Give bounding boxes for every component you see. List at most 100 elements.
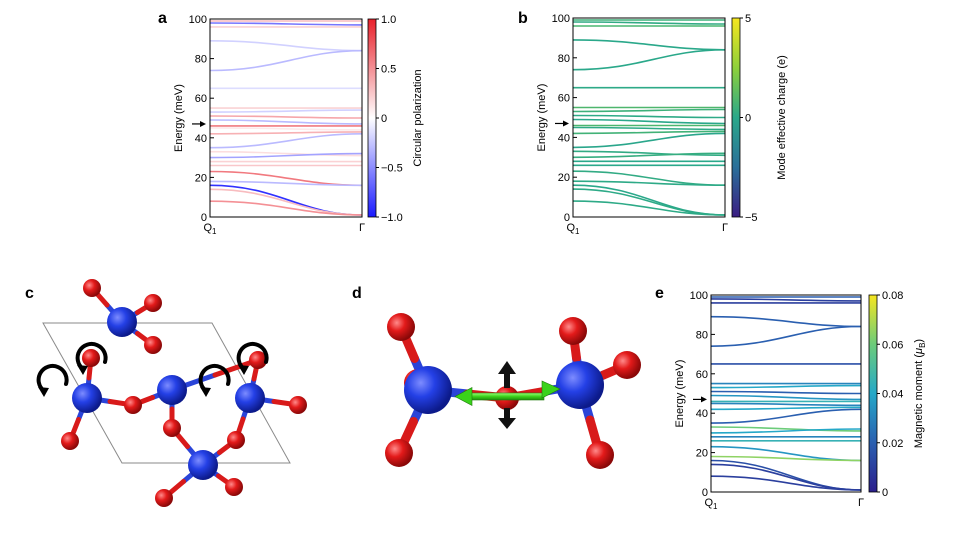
- phonon-band: [209, 49, 363, 72]
- phonon-band: [209, 115, 363, 119]
- colorbar: [868, 294, 878, 493]
- phonon-band: [572, 126, 726, 131]
- spin-arrow-up-shaft: [504, 372, 510, 388]
- oxygen-atom: [387, 313, 415, 341]
- colorbar-tick-label: 1.0: [381, 14, 396, 26]
- panel-label-d: d: [352, 285, 362, 302]
- oxygen-atom: [559, 317, 587, 345]
- y-axis-label: Energy (meV): [674, 360, 686, 428]
- oxygen-atom: [155, 489, 173, 507]
- plot-frame: [209, 18, 363, 218]
- colorbar-tick-label: 5: [745, 13, 751, 25]
- colorbar-tick-label: −0.5: [381, 163, 403, 175]
- plot-frame: [710, 294, 862, 493]
- phonon-band: [710, 402, 862, 407]
- energy-marker-arrowhead: [701, 396, 707, 403]
- y-tick-label: 20: [696, 448, 708, 460]
- colorbar-tick-label: 0: [745, 113, 751, 125]
- phonon-band: [710, 428, 862, 434]
- energy-marker-arrowhead: [200, 120, 206, 127]
- x-tick-label-q1: Q1: [566, 222, 580, 236]
- phonon-band: [209, 119, 363, 125]
- phonon-band: [209, 109, 363, 113]
- y-tick-label: 80: [696, 329, 708, 341]
- rotation-arrow-icon: [198, 364, 231, 393]
- phonon-band: [209, 127, 363, 131]
- metal-atom: [107, 307, 137, 337]
- phonon-band: [572, 200, 726, 216]
- metal-atom: [556, 361, 604, 409]
- oxygen-atom: [124, 396, 142, 414]
- metal-atom: [188, 450, 218, 480]
- phonon-band: [572, 39, 726, 51]
- oxygen-atom: [385, 439, 413, 467]
- phonon-band: [710, 406, 862, 411]
- phonon-band: [710, 315, 862, 328]
- phonon-band: [710, 325, 862, 347]
- rotation-arrowhead-icon: [38, 387, 49, 397]
- oxygen-atom: [61, 432, 79, 450]
- phonon-band: [710, 394, 862, 401]
- phonon-band: [710, 475, 862, 491]
- phonon-band: [572, 180, 726, 186]
- phonon-band: [209, 200, 363, 216]
- phonon-band: [572, 49, 726, 71]
- panel-label-c: c: [25, 285, 34, 302]
- colorbar-tick-label: −5: [745, 212, 758, 224]
- displacement-arrowhead-left-icon: [454, 387, 473, 406]
- x-tick-label-gamma: Γ: [722, 222, 728, 234]
- phonon-band: [209, 131, 363, 135]
- phonon-band: [710, 408, 862, 424]
- colorbar: [367, 18, 377, 218]
- oxygen-atom: [82, 349, 100, 367]
- metal-atom: [404, 366, 452, 414]
- unit-cell-outline: [42, 322, 291, 464]
- oxygen-atom: [613, 351, 641, 379]
- x-tick-label-q1: Q1: [203, 222, 217, 236]
- rotation-arrow-icon: [36, 364, 69, 393]
- y-tick-label: 0: [564, 212, 570, 224]
- mode-displacement-d: [385, 313, 641, 469]
- phonon-band: [710, 384, 862, 389]
- oxygen-atom: [225, 478, 243, 496]
- rotation-arrow-icon: [75, 342, 108, 371]
- oxygen-atom: [163, 419, 181, 437]
- colorbar-tick-label: 0: [381, 113, 387, 125]
- phonon-band: [710, 455, 862, 462]
- y-axis-label: Energy (meV): [536, 84, 548, 152]
- phonon-band: [572, 130, 726, 135]
- colorbar-tick-label: 0.04: [882, 389, 903, 401]
- oxygen-atom: [144, 294, 162, 312]
- phonon-band: [572, 150, 726, 157]
- colorbar: [731, 17, 741, 218]
- colorbar-tick-label: −1.0: [381, 212, 403, 224]
- energy-marker-arrowhead: [563, 120, 569, 127]
- spin-arrow-down-shaft: [504, 408, 510, 420]
- displacement-arrow-shaft: [469, 392, 545, 401]
- phonon-band: [209, 150, 363, 157]
- metal-atom: [235, 383, 265, 413]
- y-axis-label: Energy (meV): [173, 84, 185, 152]
- phonon-band: [209, 133, 363, 149]
- crystal-structure-c: [36, 279, 307, 507]
- spin-arrow-down-icon: [498, 418, 516, 429]
- oxygen-atom: [289, 396, 307, 414]
- phonon-band: [572, 21, 726, 25]
- x-tick-label-gamma: Γ: [858, 497, 864, 509]
- y-tick-label: 0: [702, 487, 708, 499]
- spin-arrow-up-icon: [498, 361, 516, 374]
- colorbar-label: Magnetic moment (μB): [913, 339, 927, 448]
- y-tick-label: 40: [195, 133, 207, 145]
- plot-frame: [572, 17, 726, 218]
- phonon-band: [710, 426, 862, 432]
- colorbar-tick-label: 0.06: [882, 339, 903, 351]
- metal-atom: [72, 383, 102, 413]
- phonon-band: [209, 40, 363, 52]
- phonon-band: [572, 152, 726, 159]
- y-tick-label: 20: [558, 172, 570, 184]
- phonon-band: [710, 298, 862, 302]
- phonon-band: [209, 22, 363, 26]
- oxygen-atom: [249, 351, 267, 369]
